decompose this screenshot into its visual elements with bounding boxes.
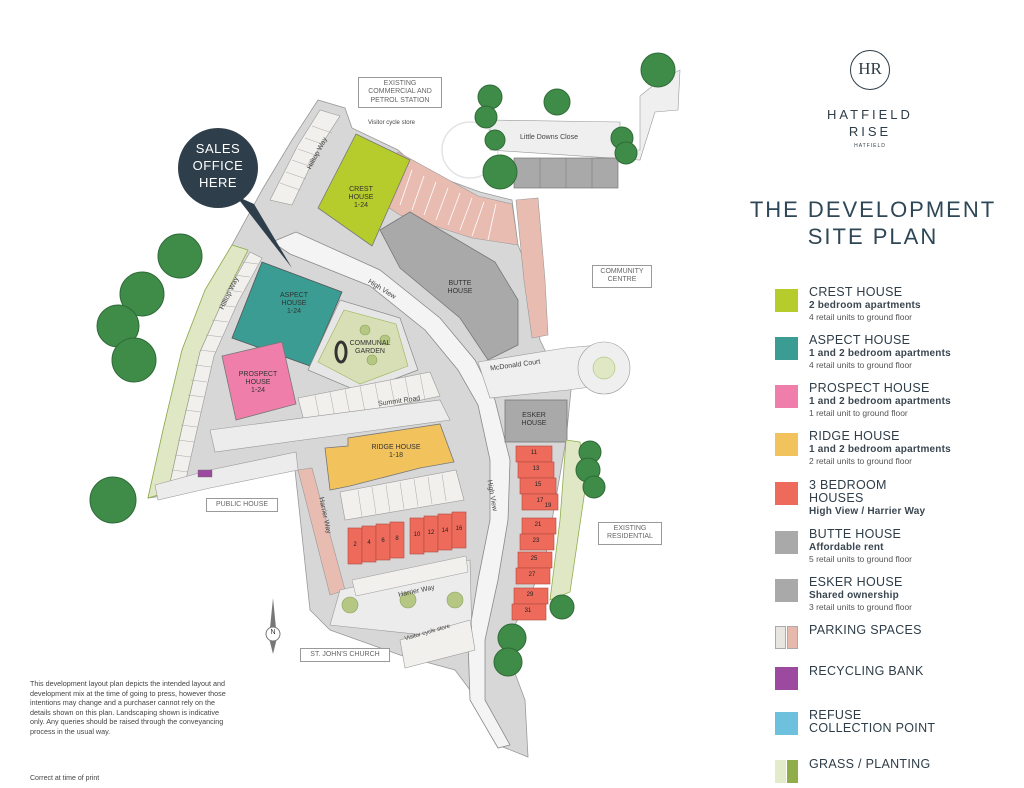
house-number: 11 (530, 450, 538, 456)
parking-east-strip (515, 197, 549, 339)
logo-monogram: HR (858, 59, 882, 78)
house-number: 15 (534, 482, 542, 488)
existing-residential-label: EXISTING RESIDENTIAL (598, 522, 662, 545)
existing-commercial-label: EXISTING COMMERCIAL AND PETROL STATION (358, 77, 442, 109)
hatfield-rise-logo: HR HATFIELD RISE HATFIELD (820, 50, 920, 149)
legend-swatch (775, 626, 798, 649)
legend-swatch (775, 433, 798, 456)
house-number: 6 (381, 538, 385, 544)
community-centre-label: COMMUNITY CENTRE (592, 265, 652, 288)
houses-east-column (511, 445, 559, 621)
small-planting (341, 324, 464, 614)
trees (89, 52, 676, 677)
house-number: 2 (353, 542, 357, 548)
parking-northwest (269, 109, 341, 206)
north-label: N (270, 629, 276, 636)
disclaimer-text: This development layout plan depicts the… (30, 679, 226, 736)
house-number: 31 (524, 608, 532, 614)
house-number: 21 (534, 522, 542, 528)
legend-swatch (775, 531, 798, 554)
house-number: 4 (367, 540, 371, 546)
houses-south-row (347, 511, 467, 565)
parking-harrier (351, 555, 469, 597)
correct-at-print-note: Correct at time of print (30, 775, 100, 782)
ridge-house-block (324, 423, 455, 491)
recycling-bank-marker (197, 469, 213, 478)
legend-swatch (775, 760, 798, 783)
logo-monogram-circle: HR (850, 50, 890, 90)
house-number: 17 (536, 498, 544, 504)
house-number: 14 (441, 528, 449, 534)
parking-west (167, 251, 263, 493)
north-arrow-icon (265, 598, 281, 654)
site-plan-map: SALES OFFICE HERE EXISTING COMMERCIAL AN… (89, 52, 681, 758)
house-number: 16 (455, 526, 463, 532)
sales-office-callout: SALES OFFICE HERE (178, 128, 258, 208)
legend-swatch (775, 712, 798, 735)
house-number: 25 (530, 556, 538, 562)
logo-town: HATFIELD (854, 143, 886, 149)
legend-swatch (775, 667, 798, 690)
house-number: 29 (526, 592, 534, 598)
turning-circle-grass (592, 356, 616, 380)
garden-feature (334, 340, 348, 364)
crest-house-block (317, 133, 411, 247)
sales-callout-text: SALES OFFICE HERE (178, 140, 258, 191)
high-view-road (271, 231, 511, 749)
legend-swatch (775, 289, 798, 312)
legend-swatch (775, 482, 798, 505)
house-number: 13 (532, 466, 540, 472)
house-number: 8 (395, 536, 399, 542)
sales-callout-pointer (236, 196, 292, 268)
st-johns-church-label: ST. JOHN'S CHURCH (300, 648, 390, 663)
house-number: 27 (528, 572, 536, 578)
parking-central (297, 371, 441, 426)
house-number: 12 (427, 530, 435, 536)
prospect-house-block (221, 341, 297, 421)
esker-house-block (504, 399, 568, 443)
site-plan-drawing (89, 52, 681, 758)
logo-name: HATFIELD RISE (827, 107, 913, 139)
house-number: 10 (413, 532, 421, 538)
house-number: 19 (544, 503, 552, 509)
little-downs-close-label: Little Downs Close (520, 134, 578, 141)
sales-line-3: HERE (198, 175, 238, 190)
page-title: THE DEVELOPMENT SITE PLAN (749, 197, 997, 249)
parking-west-lines (171, 261, 259, 473)
legend-swatch (775, 385, 798, 408)
butte-house-block (379, 211, 519, 361)
sales-line-1: SALES (195, 141, 241, 156)
grass-east (549, 439, 586, 601)
visitor-cycle-store-label-north: Visitor cycle store (368, 120, 415, 126)
communal-garden-lawn (317, 309, 409, 385)
legend-swatch (775, 579, 798, 602)
north-arrow: N (262, 598, 284, 656)
legend-swatch (775, 337, 798, 360)
sales-line-2: OFFICE (192, 158, 244, 173)
summit-road (209, 399, 451, 453)
parking-south (399, 619, 476, 669)
house-number: 23 (532, 538, 540, 544)
public-house-label: PUBLIC HOUSE (206, 498, 278, 513)
sales-callout-bubble (178, 128, 258, 208)
